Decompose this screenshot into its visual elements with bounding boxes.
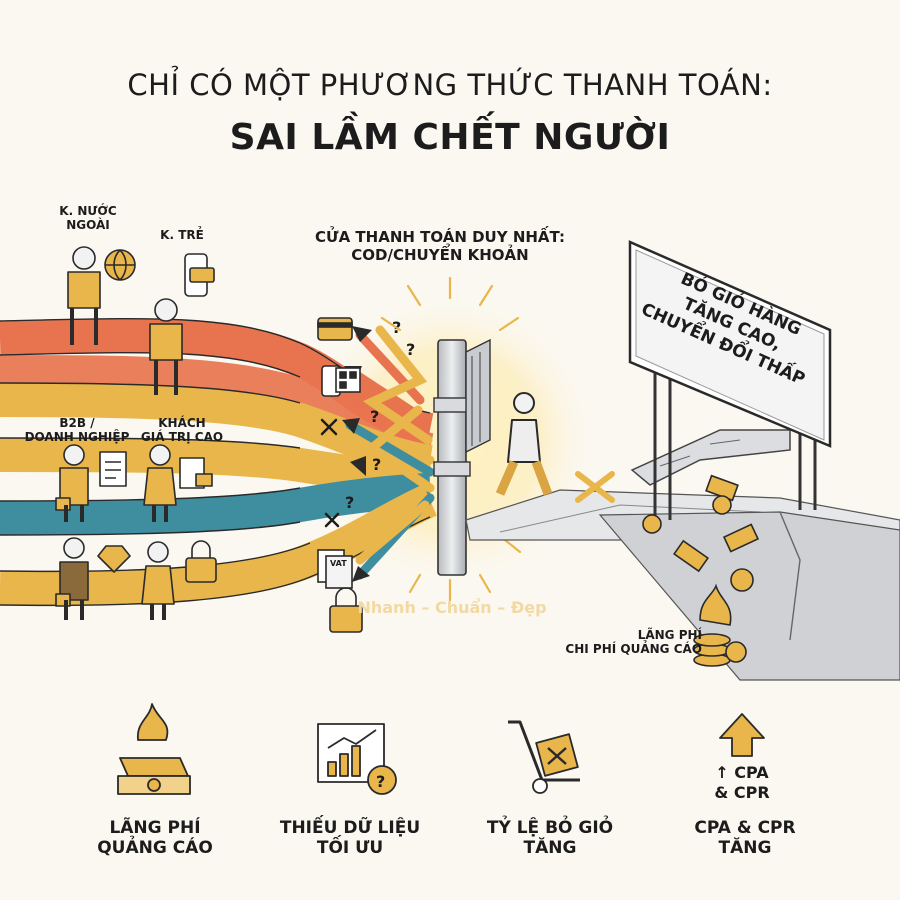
cpa-icon-line-2: & CPR — [714, 783, 769, 802]
label-foreign-customer-line-2: NGOÀI — [66, 218, 110, 233]
vat-label: VAT — [330, 559, 347, 568]
caption-cpa-cpr-line-2: TĂNG — [718, 838, 772, 859]
title-line-2: SAI LẦM CHẾT NGƯỜI — [229, 117, 671, 158]
label-b2b-customer: B2B / DOANH NGHIỆP — [22, 416, 132, 444]
card-icon — [317, 317, 353, 341]
up-arrow-icon — [719, 713, 765, 757]
label-young-customer: K. TRẺ — [160, 228, 204, 242]
b2b-customer-person — [55, 444, 89, 522]
caption-wasted-ads: LÃNG PHÍ QUẢNG CÁO — [80, 818, 230, 858]
question-mark-3: ? — [370, 407, 379, 426]
label-high-value-customer-line-2: GIÁ TRỊ CAO — [140, 430, 224, 445]
caption-cpa-cpr: CPA & CPR TĂNG — [670, 818, 820, 858]
cross-icon-1 — [320, 418, 338, 436]
gate-label-line-2: COD/CHUYỂN KHOẢN — [351, 245, 529, 264]
foreign-customer-person — [67, 246, 101, 345]
young-customer-person — [149, 298, 183, 395]
label-high-value-customer-line-1: KHÁCH — [158, 416, 206, 430]
falling-money — [642, 474, 760, 592]
caption-missing-data: THIẾU DỮ LIỆU TỐI ƯU — [270, 818, 430, 858]
cross-icon-2 — [324, 512, 340, 528]
label-foreign-customer: K. NƯỚC NGOÀI — [48, 204, 128, 232]
stream-gold-low — [0, 484, 437, 606]
burning-money-icon — [117, 703, 191, 795]
chart-question-icon: ? — [317, 723, 397, 795]
hand-truck-icon — [508, 720, 580, 794]
blocked-cross-icon — [575, 471, 615, 503]
caption-missing-data-line-2: TỐI ƯU — [316, 838, 384, 859]
stream-teal — [0, 473, 431, 535]
caption-cart-abandon: TỶ LỆ BỎ GIỎ TĂNG — [470, 818, 630, 858]
caption-cpa-cpr-line-1: CPA & CPR — [694, 818, 796, 838]
invoice-document-icon — [99, 451, 127, 487]
waste-ad-cost-line-2: CHI PHÍ QUẢNG CÁO — [565, 642, 702, 657]
diamond-icon — [97, 545, 131, 573]
gate-label: CỬA THANH TOÁN DUY NHẤT: COD/CHUYỂN KHOẢ… — [300, 228, 580, 264]
caption-wasted-ads-line-1: LÃNG PHÍ — [109, 818, 201, 838]
gate-label-line-1: CỬA THANH TOÁN DUY NHẤT: — [315, 228, 565, 246]
label-b2b-customer-line-1: B2B / — [59, 416, 95, 430]
walking-person-icon — [495, 392, 553, 496]
waste-ad-cost-line-1: LÃNG PHÍ — [637, 628, 702, 642]
high-value-customer-person — [143, 444, 177, 522]
question-mark-2: ? — [406, 340, 415, 359]
label-foreign-customer-line-1: K. NƯỚC — [59, 204, 117, 218]
suited-customer-person — [55, 537, 89, 620]
chart-question-mark: ? — [376, 772, 385, 791]
globe-icon — [104, 249, 136, 281]
padlock-icon — [329, 587, 363, 633]
watermark: Nhanh – Chuẩn – Đẹp — [357, 598, 547, 617]
bounce-back-arrows — [345, 325, 435, 580]
lock-icon — [185, 540, 217, 583]
question-mark-5: ? — [345, 493, 354, 512]
payment-gate — [433, 338, 491, 576]
caption-cart-abandon-line-1: TỶ LỆ BỎ GIỎ — [486, 818, 614, 838]
premium-customer-person — [141, 541, 175, 620]
cpa-icon-line-1: ↑ CPA — [715, 763, 769, 782]
caption-cart-abandon-line-2: TĂNG — [523, 838, 577, 859]
title-line-1: CHỈ CÓ MỘT PHƯƠNG THỨC THANH TOÁN: — [127, 68, 773, 102]
gate-rays — [380, 276, 522, 602]
phone-wallet-icon — [184, 253, 215, 297]
qr-phone-icon — [321, 365, 361, 397]
waste-ad-cost-label: LÃNG PHÍ CHI PHÍ QUẢNG CÁO — [512, 628, 702, 656]
caption-wasted-ads-line-2: QUẢNG CÁO — [97, 838, 213, 859]
stream-gold-mid — [0, 438, 431, 497]
label-b2b-customer-line-2: DOANH NGHIỆP — [24, 430, 130, 445]
document-lock-icon — [179, 457, 213, 489]
billboard: BỎ GIỎ HÀNG TĂNG CAO, CHUYỂN ĐỔI THẤP — [628, 240, 832, 520]
vat-invoice-icon: VAT — [317, 549, 353, 589]
burning-coins-icon — [693, 583, 747, 667]
caption-missing-data-line-1: THIẾU DỮ LIỆU — [279, 818, 421, 838]
question-mark-4: ? — [372, 455, 381, 474]
label-high-value-customer: KHÁCH GIÁ TRỊ CAO — [132, 416, 232, 444]
